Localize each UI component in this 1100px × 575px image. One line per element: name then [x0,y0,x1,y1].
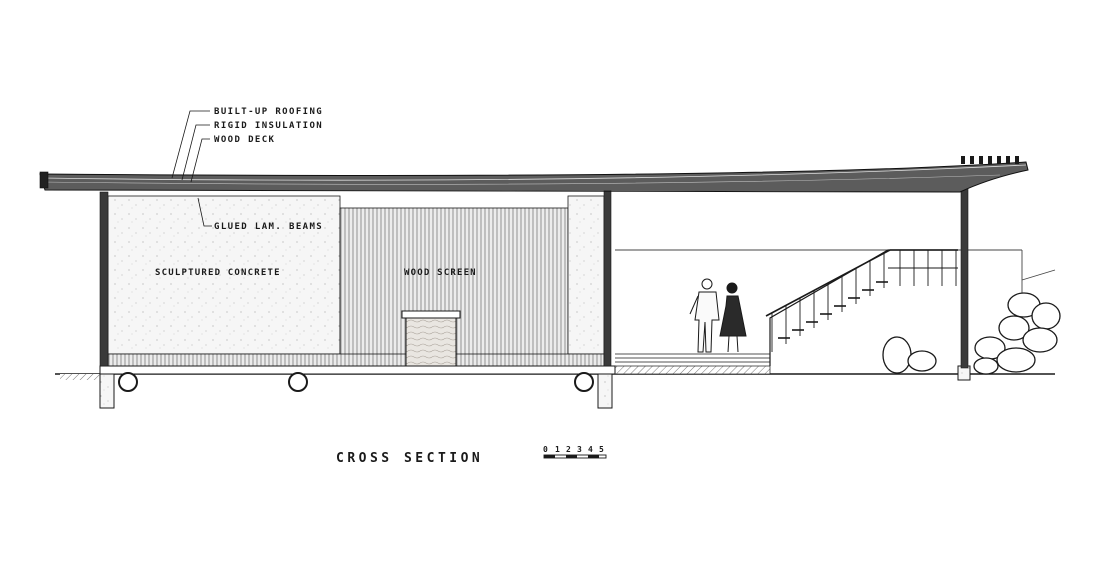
label-sculptured-concrete: SCULPTURED CONCRETE [155,268,281,278]
column-left [99,191,109,367]
footing-right [597,373,613,409]
stair-stringer [769,249,958,366]
footing-left [99,373,115,409]
floor-band [107,353,605,367]
ground-shade [60,374,100,380]
scale-tick-3: 3 [577,445,582,454]
beam-ends [961,156,1019,164]
leader-glued-lam-beams [197,197,212,227]
leader-wood-deck [190,138,210,183]
leader-lines [171,110,212,227]
leader-rigid-insulation [181,124,210,181]
sculptured-concrete-wall [107,195,341,355]
roof [39,156,1029,193]
floor-slab [99,365,616,375]
column-middle [603,185,612,367]
callout-rigid-insulation: RIGID INSULATION [214,121,323,131]
scale-tick-5: 5 [599,445,604,454]
scale-tick-2: 2 [566,445,571,454]
rigid-insulation-line [41,174,1001,185]
callout-built-up-roofing: BUILT-UP ROOFING [214,107,323,117]
figures [689,278,747,353]
ground-hatch [614,365,771,375]
footing-right-pipe [574,372,594,392]
roof-fascia-left [39,171,49,189]
entry-steps [615,353,770,363]
concrete-wall-right [567,195,605,355]
footing-left-pipe [118,372,138,392]
label-wood-screen: WOOD SCREEN [404,268,477,278]
interior [99,195,616,375]
callout-wood-deck: WOOD DECK [214,135,275,145]
background-terrace [1021,269,1056,281]
wood-deck-line [41,164,1027,181]
scale-tick-0: 0 [543,445,548,454]
glued-lam-beam [39,161,1029,193]
scale-tick-1: 1 [555,445,560,454]
scale-tick-4: 4 [588,445,593,454]
railing-balusters [771,250,957,352]
figure-woman [719,282,747,353]
reception-counter-top [401,310,461,319]
railing-top [765,249,958,317]
footing-center-pipe [288,372,308,392]
boulders [882,292,1061,375]
reception-counter [405,317,457,367]
foundations [99,365,971,409]
figure-man [689,278,720,353]
scale-bar: 0 1 2 3 4 5 [543,445,607,459]
stair-treads [778,281,888,339]
column-canopy [960,177,969,369]
drawing-title: CROSS SECTION [336,451,483,466]
stair [615,249,958,366]
leader-built-up-roofing [171,110,210,179]
callout-glued-lam-beams: GLUED LAM. BEAMS [214,222,323,232]
